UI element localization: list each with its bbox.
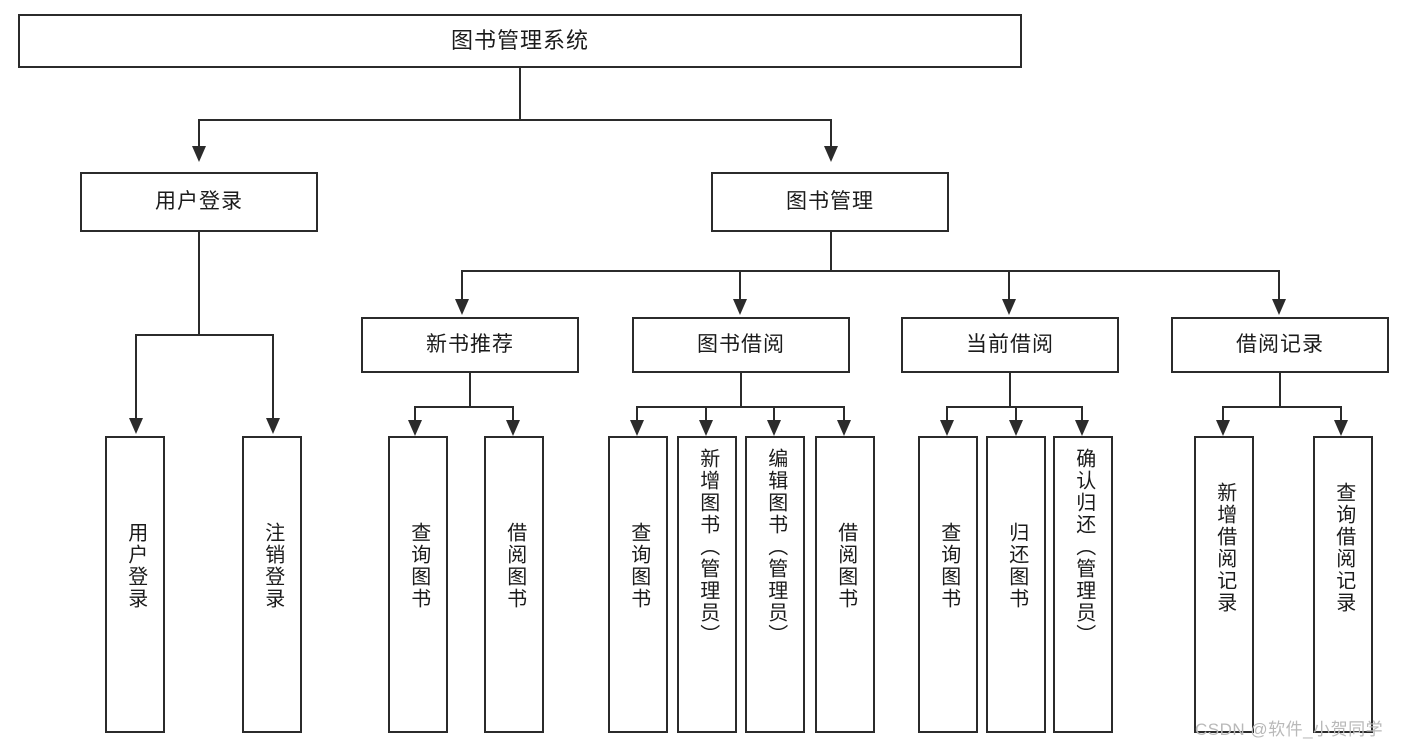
node-label: 查询图书 xyxy=(627,522,650,610)
node-borrow-record[interactable]: 借阅记录 xyxy=(1171,317,1389,373)
node-label: 新增借阅记录 xyxy=(1213,482,1236,614)
connector-nbr-right xyxy=(512,406,514,420)
node-current-borrow[interactable]: 当前借阅 xyxy=(901,317,1119,373)
connector-br-bar xyxy=(1222,406,1342,408)
arrowhead-leaf-query-record xyxy=(1334,420,1348,436)
connector-br-left xyxy=(1222,406,1224,420)
node-leaf-query-book-3[interactable]: 查询图书 xyxy=(918,436,978,733)
connector-cb-3 xyxy=(1081,406,1083,420)
node-new-book-recommend[interactable]: 新书推荐 xyxy=(361,317,579,373)
connector-nbr-left xyxy=(414,406,416,420)
arrowhead-book-borrow xyxy=(733,299,747,315)
connector-bm-to-book-borrow xyxy=(739,270,741,299)
connector-root-to-user-login xyxy=(198,119,200,147)
node-label: 用户登录 xyxy=(124,522,147,610)
connector-bm-to-current-borrow xyxy=(1008,270,1010,299)
node-book-management[interactable]: 图书管理 xyxy=(711,172,949,232)
arrowhead-leaf-add-record xyxy=(1216,420,1230,436)
arrowhead-leaf-user-login xyxy=(129,418,143,434)
node-label: 新书推荐 xyxy=(426,333,514,357)
connector-bb-3 xyxy=(773,406,775,420)
connector-user-login-right xyxy=(272,334,274,418)
node-label: 借阅记录 xyxy=(1236,333,1324,357)
node-leaf-edit-book[interactable]: 编辑图书（管理员） xyxy=(745,436,805,733)
connector-book-management-bar xyxy=(461,270,1280,272)
node-leaf-query-book-1[interactable]: 查询图书 xyxy=(388,436,448,733)
arrowhead-leaf-confirm-return xyxy=(1075,420,1089,436)
connector-nbr-stem xyxy=(469,373,471,407)
node-leaf-add-book[interactable]: 新增图书（管理员） xyxy=(677,436,737,733)
node-book-borrow[interactable]: 图书借阅 xyxy=(632,317,850,373)
node-label: 图书借阅 xyxy=(697,333,785,357)
node-label: 借阅图书 xyxy=(834,522,857,610)
node-user-login[interactable]: 用户登录 xyxy=(80,172,318,232)
connector-cb-bar xyxy=(946,406,1083,408)
arrowhead-leaf-edit-book xyxy=(767,420,781,436)
node-label: 归还图书 xyxy=(1005,522,1028,610)
connector-bb-1 xyxy=(636,406,638,420)
connector-br-stem xyxy=(1279,373,1281,407)
node-leaf-query-book-2[interactable]: 查询图书 xyxy=(608,436,668,733)
connector-book-management-stem xyxy=(830,232,832,271)
connector-root-stem xyxy=(519,68,521,120)
connector-bb-4 xyxy=(843,406,845,420)
connector-bm-to-new-book xyxy=(461,270,463,299)
connector-user-login-left xyxy=(135,334,137,418)
node-leaf-confirm-return[interactable]: 确认归还（管理员） xyxy=(1053,436,1113,733)
arrowhead-leaf-query-book-3 xyxy=(940,420,954,436)
connector-bb-bar xyxy=(636,406,845,408)
connector-bb-stem xyxy=(740,373,742,407)
connector-user-login-stem xyxy=(198,232,200,335)
arrowhead-leaf-add-book xyxy=(699,420,713,436)
node-label: 确认归还（管理员） xyxy=(1072,448,1095,646)
node-root-book-management-system[interactable]: 图书管理系统 xyxy=(18,14,1022,68)
arrowhead-leaf-borrow-book-1 xyxy=(506,420,520,436)
connector-root-to-book-management xyxy=(830,119,832,147)
connector-bm-to-borrow-record xyxy=(1278,270,1280,299)
node-label: 查询图书 xyxy=(407,522,430,610)
node-leaf-query-record[interactable]: 查询借阅记录 xyxy=(1313,436,1373,733)
connector-cb-1 xyxy=(946,406,948,420)
node-label: 查询图书 xyxy=(937,522,960,610)
node-label: 图书管理系统 xyxy=(450,27,589,53)
node-label: 借阅图书 xyxy=(503,522,526,610)
connector-cb-stem xyxy=(1009,373,1011,407)
node-label: 注销登录 xyxy=(261,522,284,610)
node-leaf-logout-login[interactable]: 注销登录 xyxy=(242,436,302,733)
connector-br-right xyxy=(1340,406,1342,420)
node-label: 图书管理 xyxy=(786,190,874,214)
csdn-watermark: CSDN @软件_小贺同学 xyxy=(1195,720,1384,739)
arrowhead-leaf-borrow-book-2 xyxy=(837,420,851,436)
arrowhead-to-book-management xyxy=(824,146,838,162)
node-label: 用户登录 xyxy=(155,190,243,214)
node-label: 查询借阅记录 xyxy=(1332,482,1355,614)
node-leaf-user-login[interactable]: 用户登录 xyxy=(105,436,165,733)
connector-bb-2 xyxy=(705,406,707,420)
node-leaf-add-record[interactable]: 新增借阅记录 xyxy=(1194,436,1254,733)
node-leaf-borrow-book-2[interactable]: 借阅图书 xyxy=(815,436,875,733)
arrowhead-to-user-login xyxy=(192,146,206,162)
connector-root-bar xyxy=(198,119,832,121)
arrowhead-leaf-query-book-1 xyxy=(408,420,422,436)
node-label: 当前借阅 xyxy=(966,333,1054,357)
connector-cb-2 xyxy=(1015,406,1017,420)
arrowhead-current-borrow xyxy=(1002,299,1016,315)
node-label: 新增图书（管理员） xyxy=(696,448,719,646)
node-leaf-borrow-book-1[interactable]: 借阅图书 xyxy=(484,436,544,733)
node-leaf-return-book[interactable]: 归还图书 xyxy=(986,436,1046,733)
arrowhead-borrow-record xyxy=(1272,299,1286,315)
arrowhead-leaf-return-book xyxy=(1009,420,1023,436)
connector-user-login-bar xyxy=(135,334,274,336)
arrowhead-new-book-recommend xyxy=(455,299,469,315)
node-label: 编辑图书（管理员） xyxy=(764,448,787,646)
arrowhead-leaf-logout-login xyxy=(266,418,280,434)
arrowhead-leaf-query-book-2 xyxy=(630,420,644,436)
connector-nbr-bar xyxy=(414,406,514,408)
